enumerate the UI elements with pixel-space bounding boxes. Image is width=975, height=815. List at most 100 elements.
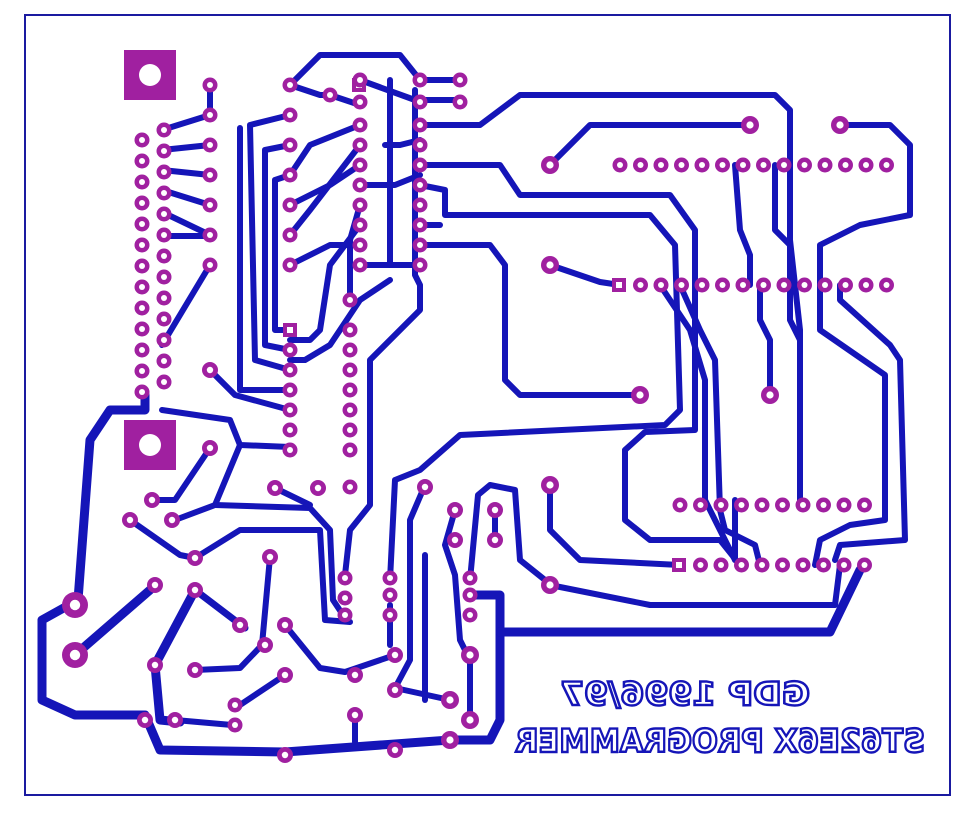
pad-hole xyxy=(207,232,213,238)
pad-hole xyxy=(391,686,399,694)
pad-hole xyxy=(800,502,806,508)
pad-hole xyxy=(207,262,213,268)
pad-hole xyxy=(206,444,214,452)
pad-hole xyxy=(139,368,145,374)
pad-hole xyxy=(421,483,429,491)
pad-hole xyxy=(417,99,423,105)
pad-hole xyxy=(191,586,199,594)
pad-hole xyxy=(417,77,423,83)
pad-hole xyxy=(232,702,238,708)
pad-hole xyxy=(161,358,167,364)
pad-hole xyxy=(546,581,554,589)
pad-hole xyxy=(139,347,145,353)
pad-hole xyxy=(779,562,786,568)
mounting-pad-bottom xyxy=(124,420,176,470)
pad-hole xyxy=(417,182,423,188)
pad-hole xyxy=(347,347,353,353)
pad-hole xyxy=(347,484,353,490)
pad-hole xyxy=(801,162,808,168)
pad-hole xyxy=(327,92,333,98)
board-label-year: GDP 1996/97 xyxy=(560,675,810,713)
pad-hole xyxy=(391,651,399,659)
pad-hole xyxy=(139,221,145,227)
pad-hole xyxy=(347,297,353,303)
pad-hole xyxy=(861,562,868,568)
copper-traces xyxy=(37,52,913,757)
pad-hole xyxy=(883,162,890,168)
pad-hole xyxy=(287,262,293,268)
pad-hole xyxy=(467,575,473,581)
pad-hole xyxy=(841,562,847,568)
pad-hole xyxy=(820,562,827,568)
pad-hole xyxy=(677,502,683,508)
pad-hole xyxy=(417,262,423,268)
pad-hole xyxy=(151,661,159,669)
pad-hole xyxy=(451,536,459,544)
pad-hole xyxy=(171,716,179,724)
pad-hole xyxy=(236,621,244,629)
pad-hole xyxy=(347,387,353,393)
pad-hole xyxy=(148,496,156,504)
pad-hole xyxy=(446,736,454,744)
pad-hole xyxy=(126,516,134,524)
pad-hole xyxy=(191,666,199,674)
pad-hole xyxy=(467,592,473,598)
pad-hole xyxy=(139,137,145,143)
pad-hole xyxy=(207,142,213,148)
pad-hole xyxy=(206,366,214,374)
pad-hole xyxy=(467,612,473,618)
mounting-pad-top xyxy=(124,50,176,100)
pad-hole xyxy=(207,202,213,208)
pad-hole xyxy=(637,282,644,288)
pad-hole xyxy=(718,502,724,508)
pad-hole xyxy=(391,746,399,754)
pad-hole xyxy=(491,506,499,514)
pad-hole xyxy=(759,502,765,508)
board-label-title: ST62E6X PROGRAMMER xyxy=(515,722,925,760)
pad-hole xyxy=(287,387,293,393)
pad-hole xyxy=(357,77,363,83)
pad-hole xyxy=(863,282,869,288)
pad-hole xyxy=(457,77,463,83)
pad-hole xyxy=(161,274,167,280)
pad-hole xyxy=(357,99,363,105)
pad-hole xyxy=(161,295,167,301)
pad-hole xyxy=(287,82,293,88)
pad-hole xyxy=(417,142,423,148)
pad-hole xyxy=(139,263,145,269)
pad-hole xyxy=(151,581,159,589)
pad-hole xyxy=(546,261,554,269)
pad-hole xyxy=(347,427,353,433)
pad-hole xyxy=(822,162,828,168)
pad-hole xyxy=(746,121,754,129)
pad-hole xyxy=(617,162,623,168)
board-label-group: GDP 1996/97 ST62E6X PROGRAMMER xyxy=(514,674,926,761)
pad-hole xyxy=(417,202,423,208)
pad-hole xyxy=(287,407,293,413)
pad-hole xyxy=(451,506,459,514)
pad-hole xyxy=(759,562,765,568)
pad-hole xyxy=(161,148,167,154)
pad-hole xyxy=(139,242,145,248)
pad-hole xyxy=(69,649,81,661)
pad-hole xyxy=(287,347,293,353)
pad-hole xyxy=(466,716,474,724)
pad-hole xyxy=(141,716,149,724)
pad-hole xyxy=(287,447,293,453)
pad-hole xyxy=(357,202,363,208)
pad-hole xyxy=(161,232,167,238)
pad-hole xyxy=(760,162,767,168)
pad-hole xyxy=(139,326,145,332)
pad-hole xyxy=(678,162,685,168)
pad-hole xyxy=(658,282,664,288)
pad-hole xyxy=(287,142,293,148)
pad-hole xyxy=(883,282,890,288)
pad-hole xyxy=(168,516,176,524)
pad-hole xyxy=(636,391,644,399)
pad-hole xyxy=(678,282,685,288)
pad-hole xyxy=(820,502,827,508)
pad-hole xyxy=(261,641,269,649)
pad-hole xyxy=(161,169,167,175)
pad-hole xyxy=(281,621,289,629)
pad-hole xyxy=(342,595,348,601)
